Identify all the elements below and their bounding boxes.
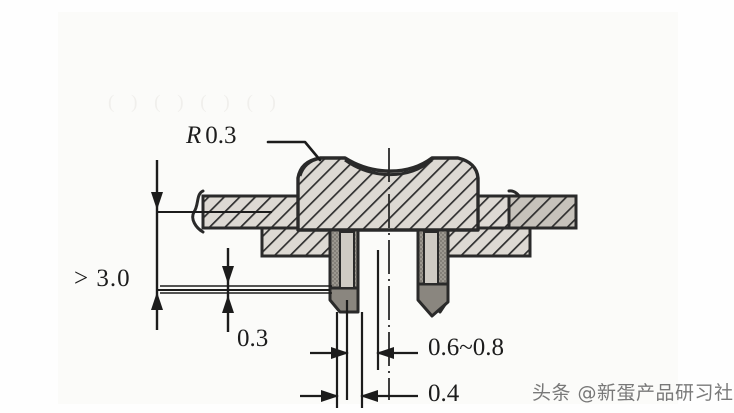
right-lower-panel — [442, 226, 532, 258]
bleed-through-ghost-text: ( ) ( ) ( ) ( ) — [108, 92, 282, 113]
right-outer-block — [507, 194, 578, 230]
dimension-stem-width — [310, 250, 418, 400]
label-panel-clearance: > 3.0 — [74, 265, 131, 292]
label-sheet-thickness: 0.3 — [237, 325, 269, 352]
left-lower-panel — [260, 226, 342, 258]
watermark: 头条 @新蛋产品研习社 — [532, 382, 734, 404]
label-tip-width: 0.4 — [428, 380, 460, 407]
dimension-sheet-thickness — [160, 248, 332, 332]
dimension-tip-width — [300, 312, 418, 408]
leg-inner-faces — [339, 231, 439, 289]
radius-leader-line — [266, 140, 322, 162]
radius-symbol: R — [186, 122, 202, 149]
dimension-panel-clearance — [151, 160, 330, 330]
part-geometry — [191, 148, 578, 400]
label-stem-width: 0.6~0.8 — [428, 334, 505, 361]
radius-value: 0.3 — [205, 122, 237, 149]
rivet-head — [296, 156, 480, 232]
